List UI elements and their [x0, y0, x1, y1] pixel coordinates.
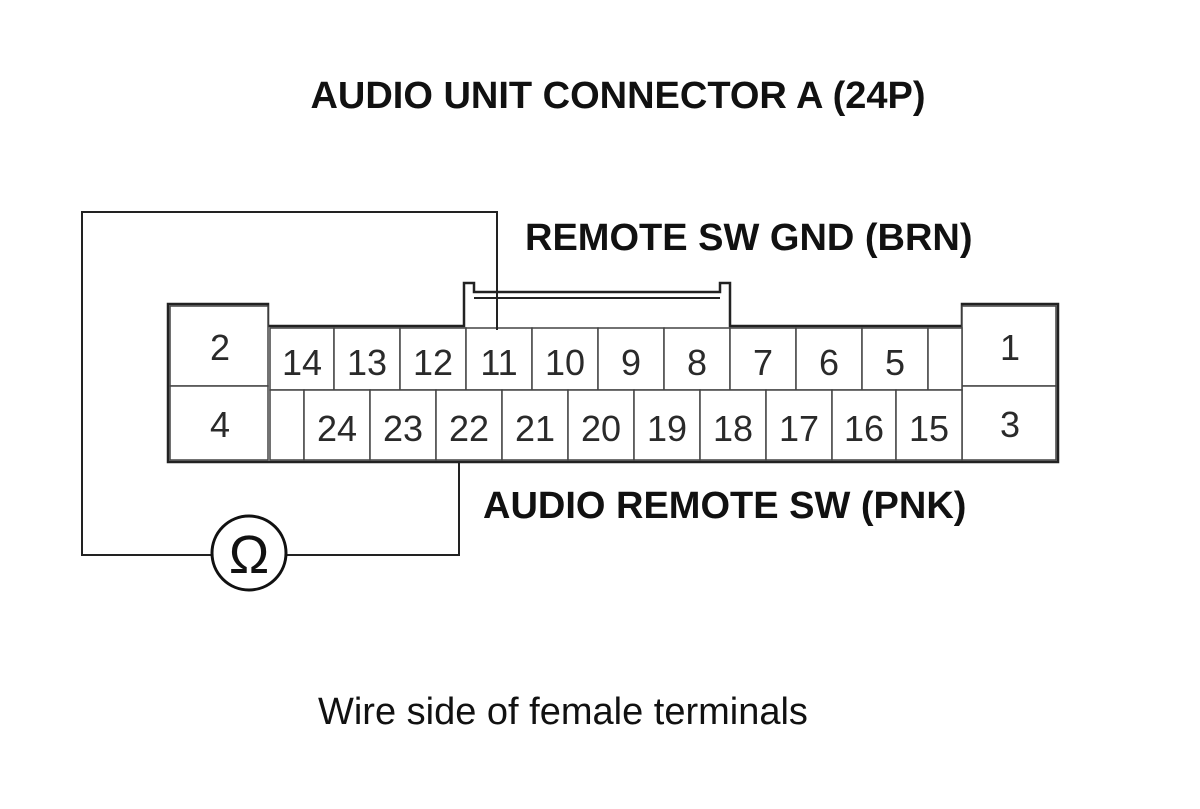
pin-label-16: 16 — [844, 408, 884, 449]
pin-cell-24 — [303, 389, 371, 461]
pin-cell-21 — [501, 389, 569, 461]
pin-label-12: 12 — [413, 342, 453, 383]
pin-cell-23 — [369, 389, 437, 461]
pin-label-23: 23 — [383, 408, 423, 449]
top-pin-row: 14 13 12 11 10 9 8 7 6 5 — [269, 327, 963, 391]
pin-label-1: 1 — [1000, 327, 1020, 368]
pin-cell-16 — [831, 389, 897, 461]
pin-cell-3 — [961, 385, 1057, 461]
pin-label-20: 20 — [581, 408, 621, 449]
lead-pin-11 — [81, 211, 498, 556]
pin-label-7: 7 — [753, 342, 773, 383]
pin-cell-blank-bottom — [269, 389, 305, 461]
ohm-symbol: Ω — [229, 525, 269, 585]
pin-cell-11 — [465, 327, 533, 391]
pin-label-17: 17 — [779, 408, 819, 449]
pin-label-19: 19 — [647, 408, 687, 449]
pin-label-24: 24 — [317, 408, 357, 449]
connector-body: 2 4 1 3 14 13 12 11 10 9 8 7 6 5 — [166, 281, 1060, 464]
pin-label-21: 21 — [515, 408, 555, 449]
pin-label-3: 3 — [1000, 404, 1020, 445]
pin-cell-18 — [699, 389, 767, 461]
pin-cell-10 — [531, 327, 599, 391]
pin-label-6: 6 — [819, 342, 839, 383]
pin-cell-15 — [895, 389, 963, 461]
bottom-pin-row: 24 23 22 21 20 19 18 17 16 15 — [269, 389, 963, 461]
pin-cell-19 — [633, 389, 701, 461]
pin-label-13: 13 — [347, 342, 387, 383]
pin-label-18: 18 — [713, 408, 753, 449]
pin-cell-22 — [435, 389, 503, 461]
test-lead-wires — [81, 211, 498, 556]
pin-cell-7 — [729, 327, 797, 391]
ohmmeter: Ω — [210, 514, 288, 592]
caption: Wire side of female terminals — [318, 691, 808, 733]
pin-label-8: 8 — [687, 342, 707, 383]
pin-label-5: 5 — [885, 342, 905, 383]
pin-label-10: 10 — [545, 342, 585, 383]
pin-label-2: 2 — [210, 327, 230, 368]
audio-remote-sw-label: AUDIO REMOTE SW (PNK) — [483, 485, 966, 527]
pin-label-4: 4 — [210, 404, 230, 445]
pin-cell-4 — [169, 385, 269, 461]
pin-label-22: 22 — [449, 408, 489, 449]
pin-label-15: 15 — [909, 408, 949, 449]
pin-cell-2 — [169, 305, 269, 387]
pin-label-9: 9 — [621, 342, 641, 383]
pin-label-14: 14 — [282, 342, 322, 383]
pin-cell-20 — [567, 389, 635, 461]
lead-pin-22 — [286, 462, 460, 556]
pin-cell-12 — [399, 327, 467, 391]
diagram-title: AUDIO UNIT CONNECTOR A (24P) — [310, 75, 925, 117]
pin-label-11: 11 — [480, 342, 517, 383]
pin-cell-blank-top — [927, 327, 963, 391]
remote-sw-gnd-label: REMOTE SW GND (BRN) — [525, 217, 973, 259]
ohmmeter-icon — [210, 514, 288, 592]
